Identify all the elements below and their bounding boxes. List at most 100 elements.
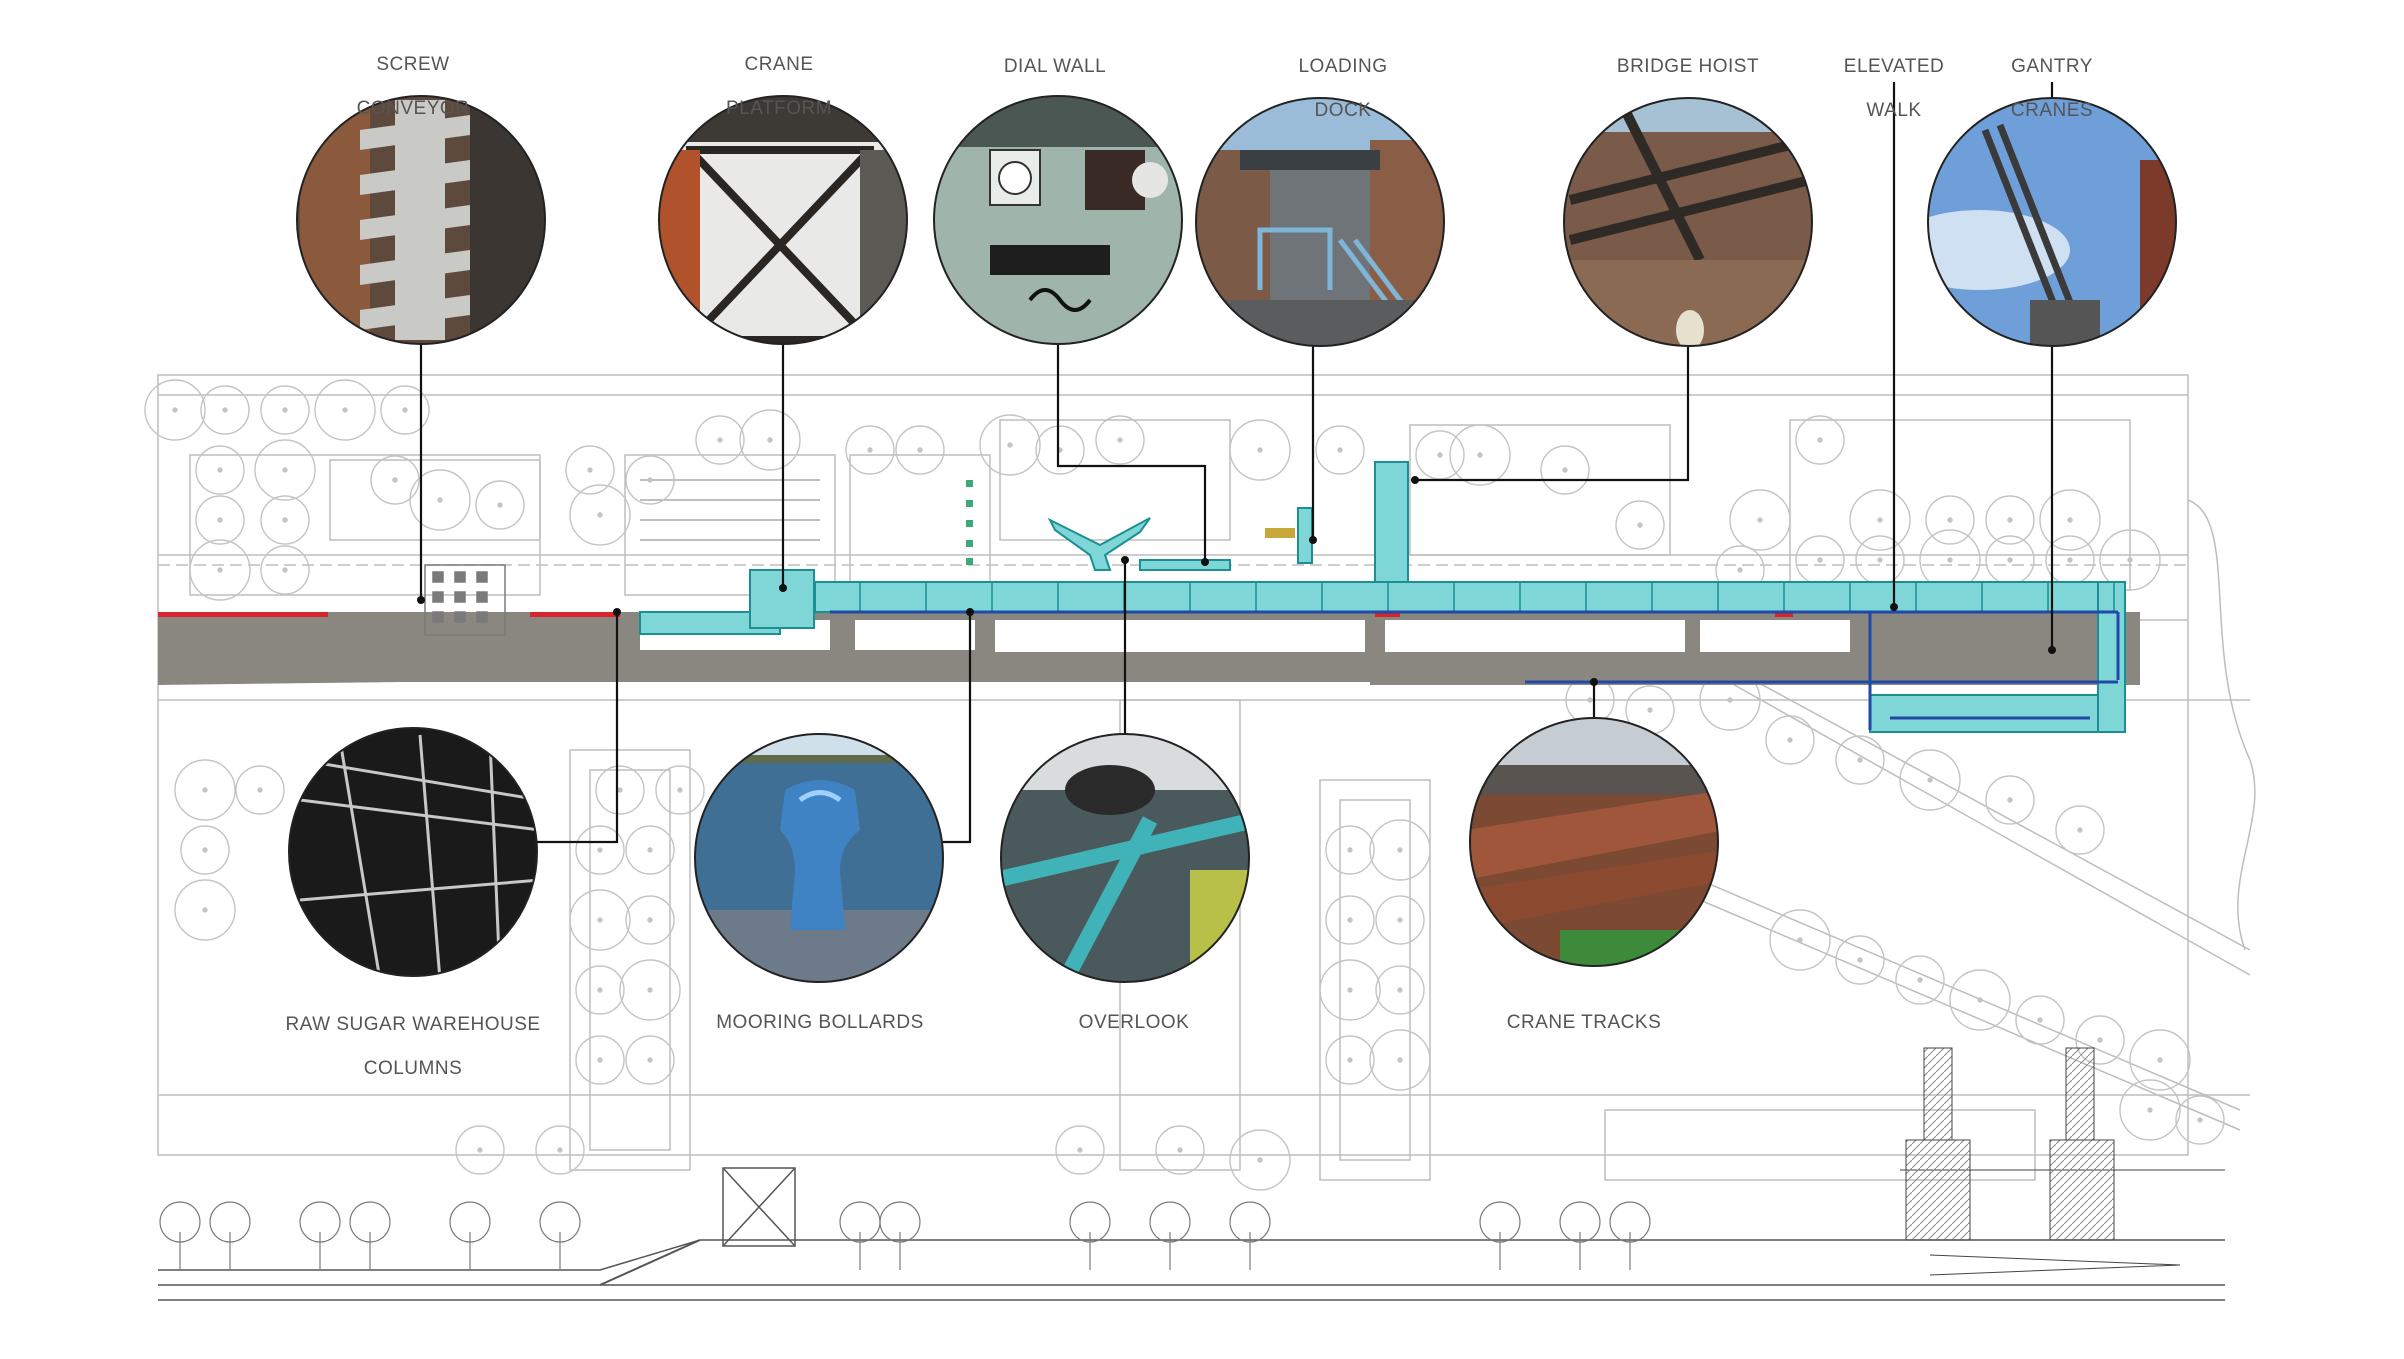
section-tree-crown — [539, 1201, 581, 1243]
plan-tree — [195, 445, 245, 495]
label-line: CRANE — [744, 54, 814, 75]
plan-tree-center — [202, 787, 208, 793]
photo-gantry-cranes — [1928, 98, 2176, 346]
plan-tree — [1540, 445, 1590, 495]
plan-tree-center — [1397, 987, 1403, 993]
plan-tree — [1925, 495, 1975, 545]
plan-tree-center — [1857, 957, 1863, 963]
plan-tree — [254, 439, 316, 501]
plan-tree — [2099, 529, 2161, 591]
section-tree-crown — [349, 1201, 391, 1243]
label-elevated-walk: ELEVATED WALK — [1844, 34, 1944, 144]
plan-tree — [1055, 1125, 1105, 1175]
section-tree-crown — [1149, 1201, 1191, 1243]
plan-tree-center — [597, 1057, 603, 1063]
plan-tree-center — [1077, 1147, 1083, 1153]
plan-tree-center — [1757, 517, 1763, 523]
label-line: ELEVATED — [1843, 56, 1945, 77]
plan-tree-center — [497, 502, 503, 508]
label-line: OVERLOOK — [1078, 1012, 1190, 1033]
label-line: RAW SUGAR WAREHOUSE — [285, 1014, 541, 1035]
plan-tree-center — [1927, 777, 1933, 783]
label-screw-conveyor: SCREW CONVEYOR — [357, 32, 470, 142]
plan-tree — [1729, 489, 1791, 551]
plan-tree-center — [2067, 557, 2073, 563]
label-line: WALK — [1866, 100, 1922, 121]
plan-tree — [2175, 1095, 2225, 1145]
label-raw-sugar-warehouse-columns: RAW SUGAR WAREHOUSE COLUMNS — [285, 992, 540, 1102]
plan-tree-center — [282, 517, 288, 523]
plan-tree — [1035, 425, 1085, 475]
plan-tree-center — [477, 1147, 483, 1153]
plan-tree — [2055, 805, 2105, 855]
plan-tree-center — [597, 917, 603, 923]
plan-tree-center — [392, 477, 398, 483]
plan-tree — [1375, 965, 1425, 1015]
plan-tree-center — [1347, 987, 1353, 993]
plan-tree-center — [557, 1147, 563, 1153]
plan-tree — [260, 495, 310, 545]
photo-mooring-bollards — [695, 734, 943, 982]
plan-tree — [1369, 1029, 1431, 1091]
plan-tree — [1899, 749, 1961, 811]
label-line: SCREW — [376, 54, 450, 75]
plan-tree — [1325, 895, 1375, 945]
plan-tree — [189, 539, 251, 601]
plan-tree-center — [647, 917, 653, 923]
plan-tree-center — [917, 447, 923, 453]
promenade — [158, 461, 2140, 733]
plan-tree — [260, 385, 310, 435]
label-line: GANTRY — [2011, 56, 2093, 77]
plan-tree-center — [1117, 437, 1123, 443]
section-tree-crown — [449, 1201, 491, 1243]
plan-tree — [695, 415, 745, 465]
plan-tree-center — [2157, 1057, 2163, 1063]
photo-frame-mooring-bollards — [694, 733, 944, 983]
label-bridge-hoist: BRIDGE HOIST — [1617, 34, 1759, 100]
site-section — [158, 1047, 2225, 1301]
plan-tree — [1095, 415, 1145, 465]
plan-tree-center — [1397, 1057, 1403, 1063]
label-line: LOADING — [1298, 56, 1388, 77]
plan-tree — [625, 895, 675, 945]
plan-tree — [1615, 500, 1665, 550]
plan-tree-center — [1877, 517, 1883, 523]
plan-tree-center — [1947, 557, 1953, 563]
plan-tree-center — [1397, 917, 1403, 923]
plan-tree — [575, 1035, 625, 1085]
section-tree-crown — [1609, 1201, 1651, 1243]
plan-tree — [1375, 895, 1425, 945]
plan-tree — [1985, 495, 2035, 545]
plan-tree-center — [2197, 1117, 2203, 1123]
photo-overlook — [1001, 734, 1249, 982]
label-loading-dock: LOADING DOCK — [1298, 34, 1387, 144]
plan-tree-center — [597, 987, 603, 993]
plan-tree — [565, 445, 615, 495]
plan-tree-center — [1877, 557, 1883, 563]
plan-tree — [180, 825, 230, 875]
plan-tree — [2119, 1079, 2181, 1141]
plan-tree-center — [342, 407, 348, 413]
plan-tree-center — [677, 787, 683, 793]
plan-tree-center — [1562, 467, 1568, 473]
plan-tree — [535, 1125, 585, 1175]
label-gantry-cranes: GANTRY CRANES — [2011, 34, 2093, 144]
label-line: CRANE TRACKS — [1506, 1012, 1662, 1033]
plan-tree-center — [2127, 557, 2133, 563]
plan-tree — [595, 765, 645, 815]
plan-tree — [2075, 1015, 2125, 1065]
plan-tree-center — [217, 567, 223, 573]
plan-tree-center — [1637, 522, 1643, 528]
plan-tree-center — [1347, 917, 1353, 923]
plan-tree-center — [1647, 707, 1653, 713]
plan-tree-center — [717, 437, 723, 443]
leader-lines — [419, 82, 2054, 844]
photo-frame-gantry-cranes — [1927, 97, 2177, 347]
section-trees — [159, 1201, 1651, 1270]
photo-frame-overlook — [1000, 733, 1250, 983]
plan-tree-center — [172, 407, 178, 413]
plan-tree — [260, 545, 310, 595]
plan-tree-center — [1347, 1057, 1353, 1063]
plan-tree-center — [1917, 977, 1923, 983]
